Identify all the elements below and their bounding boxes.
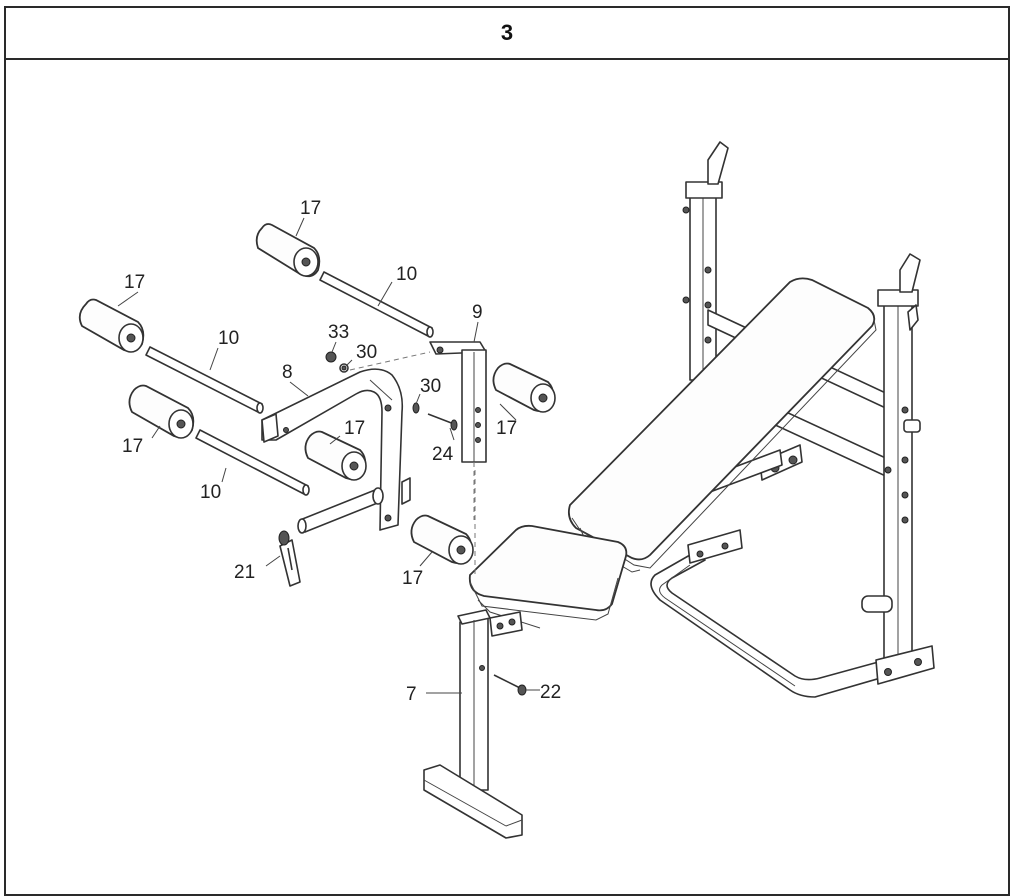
foam-rollers-part-17 — [78, 223, 556, 565]
label-17: 17 — [496, 418, 517, 439]
label-17: 17 — [122, 436, 143, 457]
label-17: 17 — [124, 272, 145, 293]
label-17: 17 — [402, 568, 423, 589]
step-number: 3 — [500, 20, 514, 45]
label-33: 33 — [328, 322, 349, 343]
label-10: 10 — [218, 328, 239, 349]
seat-pad — [468, 470, 628, 637]
part-labels: 17 17 10 10 9 8 33 30 30 17 17 17 24 10 … — [122, 198, 561, 705]
pin-part-22 — [493, 674, 527, 696]
label-7: 7 — [406, 684, 417, 705]
label-17: 17 — [344, 418, 365, 439]
label-17: 17 — [300, 198, 321, 219]
leg-frame-part-8 — [261, 368, 404, 531]
label-10: 10 — [200, 482, 221, 503]
label-10: 10 — [396, 264, 417, 285]
front-leg-part-7 — [423, 609, 523, 839]
rods-part-10 — [145, 271, 434, 496]
label-21: 21 — [234, 562, 255, 583]
label-30: 30 — [420, 376, 441, 397]
leader-lines — [117, 217, 540, 694]
step-header: 3 — [6, 8, 1008, 60]
tube-short — [297, 477, 411, 534]
label-8: 8 — [282, 362, 293, 383]
label-30: 30 — [356, 342, 377, 363]
label-22: 22 — [540, 682, 561, 703]
label-24: 24 — [432, 444, 454, 465]
label-9: 9 — [472, 302, 483, 323]
snap-pin-part-21 — [278, 530, 301, 587]
leg-extension-part-9 — [429, 341, 487, 520]
